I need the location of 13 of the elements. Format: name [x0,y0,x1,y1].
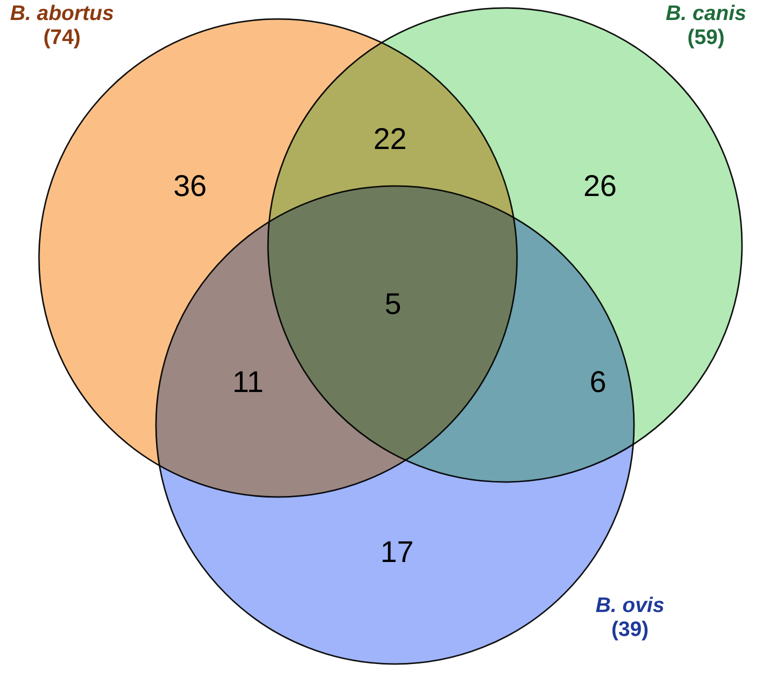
region-count: 22 [373,125,407,155]
set-count: (74) [43,26,81,50]
set-name: B. ovis [596,594,664,618]
region-count: 11 [232,368,264,398]
set-count: (39) [611,618,649,642]
set-name: B. canis [666,2,746,26]
region-count: 17 [380,538,414,568]
region-count: 36 [173,172,207,202]
set-name: B. abortus [10,2,114,26]
set-count: (59) [687,26,725,50]
region-count: 6 [590,368,606,398]
region-count: 26 [583,172,617,202]
region-count: 5 [384,290,402,320]
